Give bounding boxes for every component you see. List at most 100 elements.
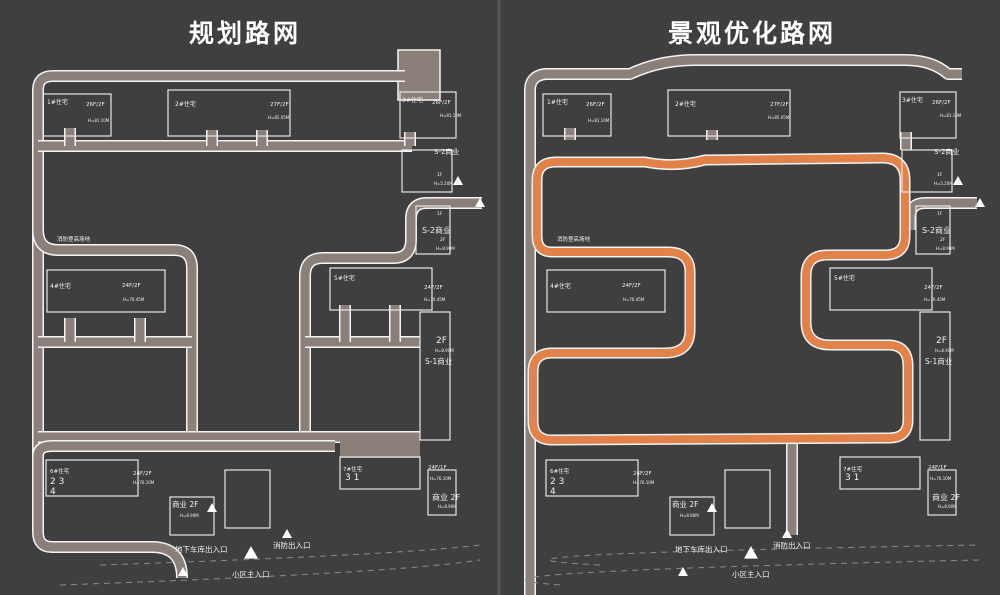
label-b3h: H=81.10M [940,113,962,118]
label-s2b: S-2商业 [422,225,451,235]
label-b7f: 24F/1F [428,465,447,471]
building-outline [42,93,112,137]
label-b1: 1#住宅 [47,98,68,106]
optimized-road-network [524,54,977,595]
label-s2b1f: 1F [937,211,943,217]
building-outline [829,267,933,311]
label-b5f: 24F/2F [924,285,943,291]
label-b2: 2#住宅 [675,100,696,108]
road-segment [33,229,197,437]
label-b2h: H=85.05M [268,115,290,120]
building-outline [339,456,421,490]
label-s2a1f: 1F [437,172,443,178]
label-b3f: 26F/2F [932,100,951,106]
building-outline [899,91,957,139]
entrance-triangle-icon [244,546,258,559]
label-b1f: 26F/2F [86,102,105,108]
label-s2bh: H=8.90M [936,246,955,251]
label-b3h: H=81.10M [440,113,462,118]
label-b7h: H=76.10M [930,476,952,481]
building-outline [667,89,791,137]
label-b1: 1#住宅 [547,98,568,106]
label-b5f: 24F/2F [424,285,443,291]
entrance-triangle-icon [178,567,188,576]
label-b7f: 24F/1F [928,465,947,471]
building-outline [545,459,639,497]
label-c2h: H=8.90M [938,504,957,509]
street-lane-marking [59,544,481,586]
building-outline [915,205,951,255]
label-b7: 7#住宅 [843,465,863,473]
label-c1h: H=8.90M [180,513,199,518]
label-b4h: H=76.45M [123,297,145,302]
label-fire: 地下车库出入口 [675,544,728,554]
label-s1: S-1商业 [925,356,953,366]
building-outline [919,311,951,441]
label-s2b2f: 2F [940,237,946,243]
building-outline [415,205,451,255]
label-b1h: H=81.10M [88,118,110,123]
label-b4: 4#住宅 [550,282,571,290]
building-outline [724,469,771,529]
building-outline [542,93,612,137]
label-b3: 3#住宅 [402,96,423,104]
label-s2bh: H=8.90M [436,246,455,251]
label-s2ah: H=5.20M [934,181,953,186]
label-s1: S-1商业 [425,356,453,366]
label-b2f: 27F/2F [770,102,789,108]
label-b6h: H=76.10M [633,480,655,485]
entrance-triangle-icon [453,176,463,185]
street-lane-marking [525,544,981,586]
label-b7n: 3 1 [845,473,859,483]
label-s1f: 2F [936,336,947,346]
label-s1h: H=8.90M [435,348,454,353]
label-b2: 2#住宅 [175,100,196,108]
road-segment [33,441,335,457]
building-outline [669,496,715,536]
label-lot: 消防登高场地 [57,235,91,243]
building-outline [839,456,921,490]
label-b3: 3#住宅 [902,96,923,104]
label-b6f: 24F/2F [633,471,652,477]
label-b6n2: 4 [550,487,556,497]
label-b1h: H=81.10M [588,118,610,123]
label-garage: 消防出入口 [773,540,811,550]
panel-title: 规划路网 [189,19,301,48]
label-garage: 消防出入口 [273,540,311,550]
entrance-triangle-icon [744,546,758,559]
building-outline [927,469,957,516]
label-b7h: H=76.10M [430,476,452,481]
label-b6n1: 2 3 [550,477,564,487]
building-outline [399,91,457,139]
label-s2a: S-2商业 [434,147,459,156]
label-c1: 商业 2F [172,499,198,509]
label-lot: 消防登高场地 [557,235,591,243]
entrance-triangle-icon [282,529,292,538]
label-b2h: H=85.05M [768,115,790,120]
building-outline [419,311,451,441]
label-s1h: H=8.90M [935,348,954,353]
building-outline [45,459,139,497]
building-outline [427,469,457,516]
label-b6f: 24F/2F [133,471,152,477]
building-outline [167,89,291,137]
entrance-triangle-icon [707,503,717,512]
label-b5h: H=76.45M [424,297,446,302]
building-outline [401,149,453,193]
building-outline [546,269,666,313]
entrance-triangle-icon [975,198,985,207]
entrance-triangle-icon [207,503,217,512]
building-outline [901,149,953,193]
entrance-triangle-icon [782,529,792,538]
road-plaza [340,438,420,458]
label-b7: 7#住宅 [343,465,363,473]
label-b5: 5#住宅 [334,274,355,282]
label-s1f: 2F [436,336,447,346]
label-b5h: H=76.45M [924,297,946,302]
entrance-triangle-icon [678,567,688,576]
building-outline [169,496,215,536]
